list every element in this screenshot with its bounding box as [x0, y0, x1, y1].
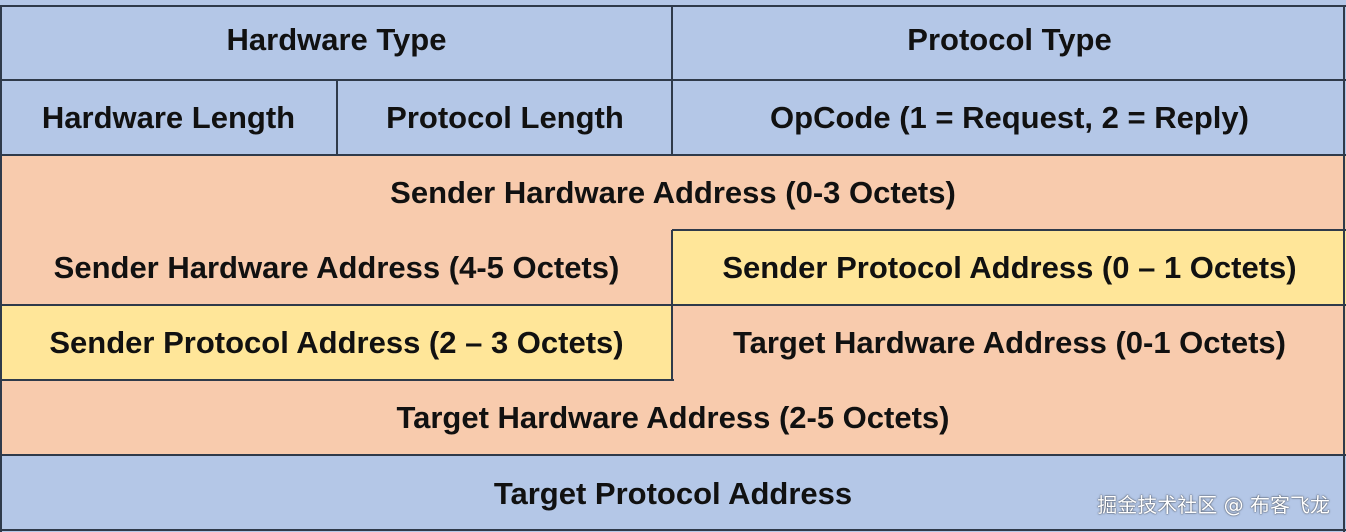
divider-row3-right — [672, 229, 1346, 231]
divider-row6 — [0, 454, 1346, 456]
target-hardware-address-2-5-label: Target Hardware Address (2-5 Octets) — [396, 399, 950, 435]
divider-row5-left — [0, 379, 674, 381]
border-left — [0, 5, 2, 532]
divider-row1 — [0, 79, 1346, 81]
target-protocol-address-cell: Target Protocol Address — [0, 455, 1346, 532]
target-hardware-address-0-1-cell: Target Hardware Address (0-1 Octets) — [673, 305, 1346, 380]
divider-vertical-row1 — [671, 5, 673, 155]
protocol-type-cell: Protocol Type — [673, 0, 1346, 80]
divider-row4 — [0, 304, 1346, 306]
opcode-cell: OpCode (1 = Request, 2 = Reply) — [673, 80, 1346, 155]
divider-vertical-row4-5 — [671, 230, 673, 380]
border-right — [1343, 5, 1345, 532]
sender-protocol-address-0-1-cell: Sender Protocol Address (0 – 1 Octets) — [673, 230, 1346, 305]
hardware-length-label: Hardware Length — [41, 99, 296, 135]
opcode-label: OpCode (1 = Request, 2 = Reply) — [770, 99, 1249, 135]
divider-vertical-row2-left — [336, 80, 338, 155]
protocol-type-label: Protocol Type — [907, 22, 1112, 57]
sender-protocol-address-2-3-label: Sender Protocol Address (2 – 3 Octets) — [49, 324, 624, 360]
hardware-type-cell: Hardware Type — [0, 0, 673, 80]
target-protocol-address-label: Target Protocol Address — [493, 475, 853, 511]
hardware-type-label: Hardware Type — [226, 22, 447, 57]
sender-protocol-address-0-1-label: Sender Protocol Address (0 – 1 Octets) — [722, 249, 1297, 285]
sender-hardware-address-0-3-label: Sender Hardware Address (0-3 Octets) — [390, 174, 956, 210]
sender-protocol-address-2-3-cell: Sender Protocol Address (2 – 3 Octets) — [0, 305, 673, 380]
hardware-length-cell: Hardware Length — [0, 80, 337, 155]
sender-hardware-address-4-5-label: Sender Hardware Address (4-5 Octets) — [53, 249, 620, 285]
target-hardware-address-2-5-cell: Target Hardware Address (2-5 Octets) — [0, 380, 1346, 455]
border-top — [0, 5, 1346, 7]
watermark-text: 掘金技术社区 @ 布客飞龙 — [1097, 493, 1330, 517]
divider-row2 — [0, 154, 1346, 156]
protocol-length-cell: Protocol Length — [337, 80, 673, 155]
protocol-length-label: Protocol Length — [386, 99, 624, 135]
sender-hardware-address-4-5-cell: Sender Hardware Address (4-5 Octets) — [0, 230, 673, 305]
sender-hardware-address-0-3-cell: Sender Hardware Address (0-3 Octets) — [0, 155, 1346, 230]
border-bottom — [0, 529, 1346, 531]
target-hardware-address-0-1-label: Target Hardware Address (0-1 Octets) — [732, 324, 1286, 360]
